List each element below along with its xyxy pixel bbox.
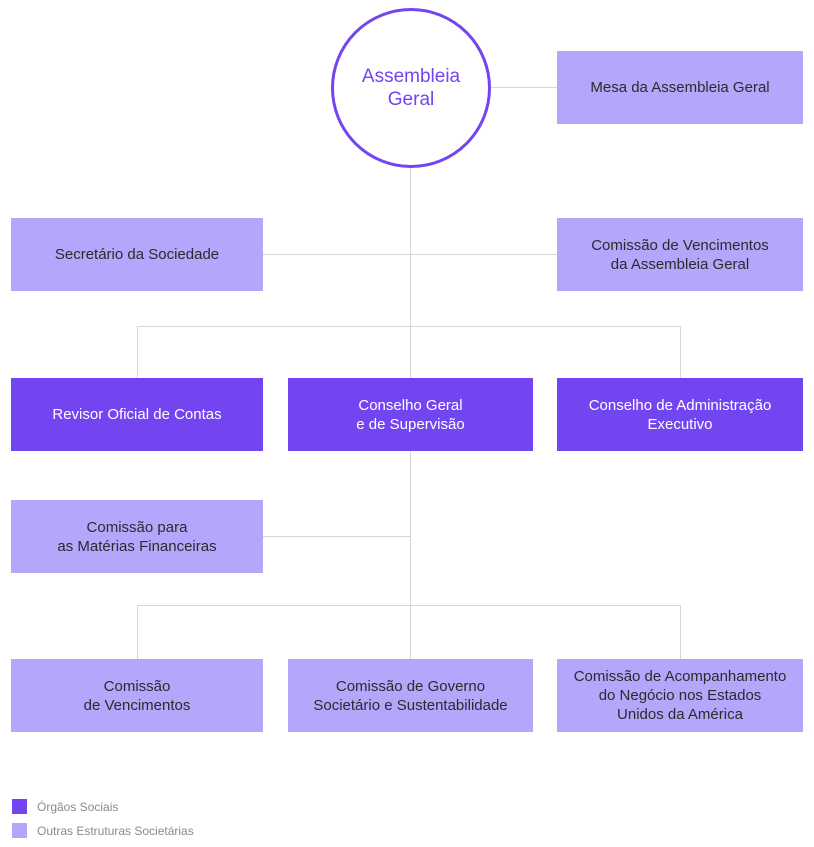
connector-row2 [263,254,558,255]
node-label: as Matérias Financeiras [57,537,217,555]
node-comissao-financeiras: Comissão para as Matérias Financeiras [11,500,263,573]
node-comissao-vencimentos-ag: Comissão de Vencimentos da Assembleia Ge… [557,218,803,291]
node-label: Executivo [647,415,713,433]
node-label: Mesa da Assembleia Geral [590,79,770,96]
connector-mesa [489,87,558,88]
node-label: Societário e Sustentabilidade [313,696,508,714]
node-label: Comissão [103,677,171,695]
connector-row5-horizontal [137,605,680,606]
node-label: Comissão de Acompanhamento [573,668,787,685]
connector-row3-right [680,326,681,378]
node-comissao-eua: Comissão de Acompanhamento do Negócio no… [557,659,803,732]
node-label: da Assembleia Geral [610,255,750,273]
node-label: Conselho Geral [358,396,463,414]
node-label: Comissão para [86,518,188,536]
connector-row5-right [680,605,681,659]
legend-label: Outras Estruturas Societárias [37,823,194,838]
node-label: e de Supervisão [356,415,465,433]
node-label: do Negócio nos Estados [598,687,762,704]
connector-row3-horizontal [137,326,680,327]
connector-row5-center [410,605,411,659]
node-conselho-administracao: Conselho de Administração Executivo [557,378,803,451]
node-label: Geral [387,89,435,110]
node-label: Secretário da Sociedade [54,246,220,263]
node-label: de Vencimentos [83,696,191,714]
node-mesa-assembleia: Mesa da Assembleia Geral [557,51,803,124]
node-assembleia-geral: Assembleia Geral [331,8,491,168]
node-label: Assembleia [361,66,461,87]
connector-financeiras [263,536,411,537]
node-comissao-governo: Comissão de Governo Societário e Sustent… [288,659,533,732]
legend-label: Órgãos Sociais [37,799,119,814]
node-label: Unidos da América [617,706,743,723]
legend-orgaos-sociais: Órgãos Sociais [12,798,118,816]
legend-swatch-dark [12,799,27,815]
node-conselho-geral: Conselho Geral e de Supervisão [288,378,533,451]
node-label: Comissão de Governo [335,677,486,695]
node-label: Comissão de Vencimentos [591,236,769,254]
legend-swatch-light [12,823,27,839]
connector-row5-left [137,605,138,659]
node-label: Revisor Oficial de Contas [52,406,222,423]
connector-row3-left [137,326,138,378]
node-revisor-oficial: Revisor Oficial de Contas [11,378,263,451]
legend-outras-estruturas: Outras Estruturas Societárias [12,822,194,840]
node-comissao-vencimentos: Comissão de Vencimentos [11,659,263,732]
node-secretario: Secretário da Sociedade [11,218,263,291]
node-label: Conselho de Administração [588,396,772,414]
